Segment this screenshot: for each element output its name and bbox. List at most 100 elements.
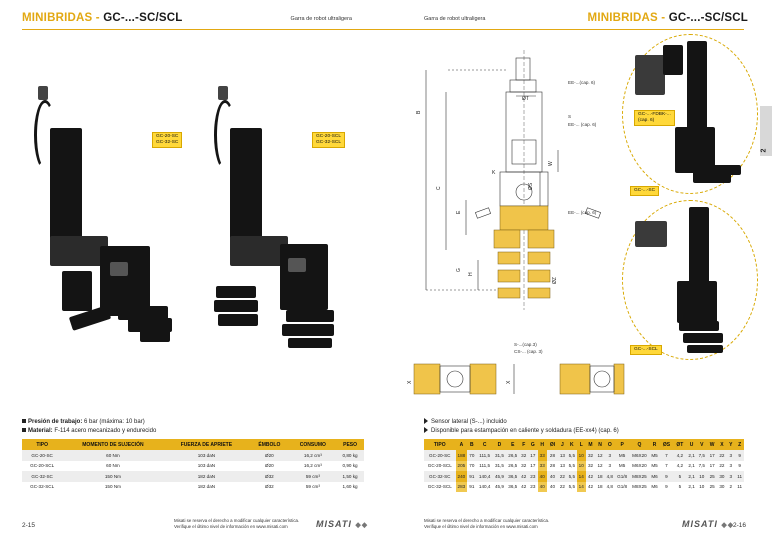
spec-material: Material: F-114 acero mecanizado y endur… [22,427,156,436]
table-cell: GC-32-SCL [424,481,456,492]
table-cell: 10 [696,481,707,492]
svg-text:W: W [548,161,554,166]
table-cell: 40 [537,481,547,492]
spec-sensor: Sensor lateral (S-...) incluido [424,418,619,427]
table-cell: 9 [735,450,744,461]
footer-note: Misati se reserva el derecho a modificar… [424,518,550,529]
table-cell: M6X20 [629,450,650,461]
label-fdbk: GC-...-FDBK-...(cap. 6) [634,110,675,126]
svg-text:EE-...(cap. 6): EE-...(cap. 6) [568,80,596,85]
table-cell: 33 [537,460,547,471]
column-header: E [506,439,520,450]
column-header: P [614,439,630,450]
table-cell: 17 [706,450,718,461]
table-cell: M5 [614,460,630,471]
table-cell: GC-32-SC [424,471,456,482]
spec-pressure: Presión de trabajo: 6 bar (máxima: 10 ba… [22,418,156,427]
page-number: 2-16 [732,522,746,529]
svg-text:K: K [492,170,496,176]
table-cell: 26,5 [506,460,520,471]
product-photo-scl [210,86,360,348]
spec-list: Presión de trabajo: 6 bar (máxima: 10 ba… [22,418,156,436]
column-header: D [492,439,507,450]
table-cell: 32 [519,450,529,461]
table-cell: 9 [659,481,674,492]
table-cell: 45,9 [492,481,507,492]
svg-text:ØS: ØS [528,182,534,190]
table-cell: 205 [455,460,468,471]
table-cell: 36,5 [506,471,520,482]
table-cell: 59 cm³ [289,481,337,492]
table-cell: 5,5 [566,450,577,461]
product-photo-sc [30,86,180,346]
label-sc-photo: GC-...-SC [630,186,660,196]
column-header: M [585,439,596,450]
table-cell: G1/8 [614,481,630,492]
cable-icon [34,100,56,170]
cable-icon [214,100,236,170]
column-header: B [467,439,477,450]
table-cell: 42 [585,471,596,482]
column-header: K [566,439,577,450]
table-cell: M5 [614,450,630,461]
table-cell: 4,8 [604,481,615,492]
table-cell: Ø20 [249,450,290,461]
table-cell: 91 [467,471,477,482]
table-cell: GC-20-SCL [424,460,456,471]
table-cell: 70 [467,450,477,461]
table-cell: 18 [595,471,605,482]
table-cell: 60 Nm [62,450,164,461]
svg-text:H: H [468,272,474,276]
spec-stamping: Disponible para estampación en caliente … [424,427,619,436]
table-cell: 2 [726,481,736,492]
table-cell: 103 daN [163,450,250,461]
table-cell: M6X20 [629,460,650,471]
table-cell: GC-20-SC [22,450,63,461]
table-cell: 2,1 [686,460,697,471]
table-cell: 22 [717,460,727,471]
table-cell: 12 [595,460,605,471]
table-cell: 111,5 [476,460,493,471]
svg-text:C: C [436,186,442,190]
table-cell: 3 [726,450,736,461]
table-cell: 13 [558,450,567,461]
table-cell: 9 [659,471,674,482]
table-cell: 31,5 [492,460,507,471]
table-cell: 5 [673,481,687,492]
column-header: H [537,439,547,450]
column-header: ØS [659,439,674,450]
table-cell: 17 [528,460,538,471]
table-cell: 10 [576,460,586,471]
column-header: Q [629,439,650,450]
left-page: MINIBRIDAS - GC-...-SC/SCL Garra de robo… [22,12,386,529]
table-cell: 150 Nm [62,481,164,492]
table-cell: 31,5 [492,450,507,461]
svg-text:CS-... (cap. 3): CS-... (cap. 3) [514,349,543,354]
page-title: MINIBRIDAS - GC-...-SC/SCL [22,12,183,24]
table-cell: 40 [546,471,559,482]
table-cell: Ø20 [249,460,290,471]
table-cell: GC-20-SC [424,450,456,461]
table-cell: 22 [717,450,727,461]
svg-text:S-...(cap.3): S-...(cap.3) [514,342,537,347]
table-cell: 4,2 [673,450,687,461]
title-rule [22,29,386,30]
table-cell: 12 [595,450,605,461]
table-cell: 182 daN [163,471,250,482]
table-cell: 14 [576,471,586,482]
column-header: U [686,439,697,450]
table-cell: GC-20-SCL [22,460,63,471]
table-cell: GC-32-SCL [22,481,63,492]
table-cell: 188 [455,450,468,461]
column-header: R [649,439,660,450]
spec-list: Sensor lateral (S-...) incluido Disponib… [424,418,619,436]
svg-text:G: G [456,268,462,272]
table-cell: 5,5 [566,471,577,482]
svg-text:X: X [506,380,512,384]
table-cell: M8X25 [629,471,650,482]
